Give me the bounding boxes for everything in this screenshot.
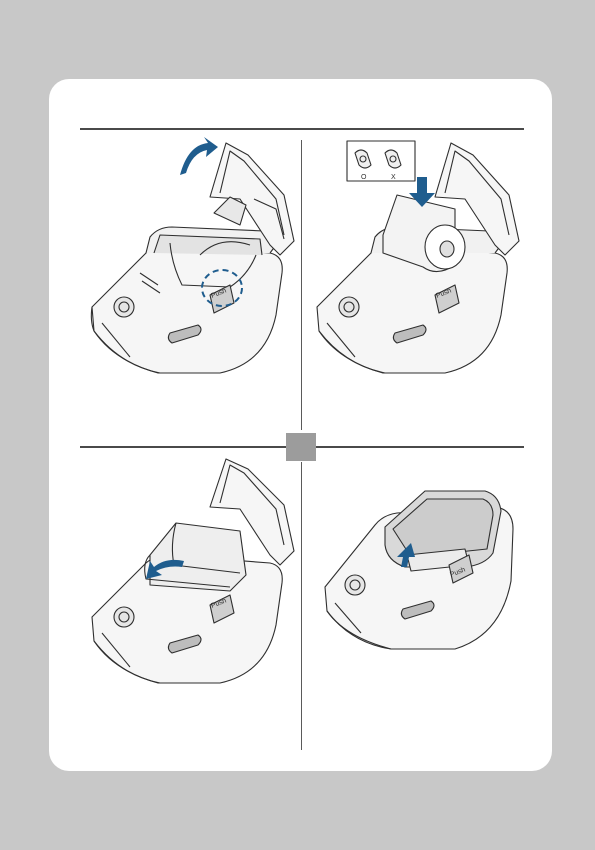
step-insert-roll: O X Push (305, 135, 525, 380)
bottom-vertical-divider (301, 462, 302, 750)
curved-arrow-icon (180, 137, 218, 175)
printer-open-illustration: Push (80, 135, 300, 380)
printer-closed-illustration: Push (315, 485, 525, 655)
printer-feed-illustration: Push (80, 455, 300, 685)
step-feed-paper: Push (80, 455, 300, 685)
step-close-cover: Push (315, 485, 525, 655)
wrong-orientation-label: X (391, 174, 396, 181)
step-open-cover: Push (80, 135, 300, 380)
top-vertical-divider (301, 140, 302, 430)
printer-insert-illustration: O X Push (305, 135, 525, 380)
correct-orientation-label: O (361, 174, 367, 181)
top-divider (80, 128, 524, 130)
